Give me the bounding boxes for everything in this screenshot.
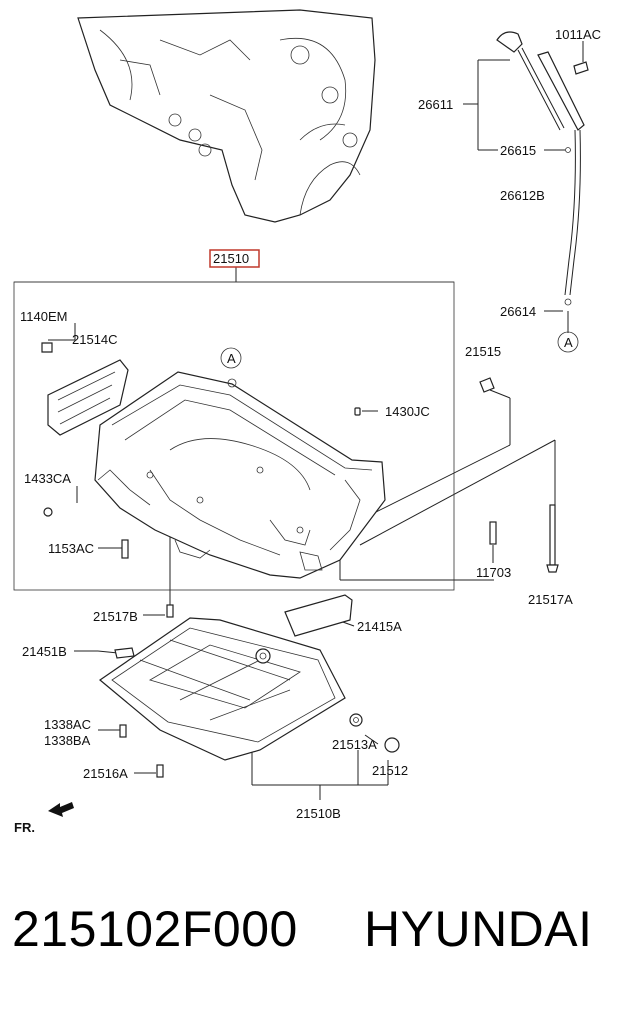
label-26615: 26615 (500, 143, 536, 158)
label-1430JC: 1430JC (385, 404, 430, 419)
label-21512: 21512 (372, 763, 408, 778)
marker-a-dipstick (557, 331, 579, 353)
label-1153AC: 1153AC (48, 541, 94, 556)
label-21510: 21510 (213, 251, 249, 266)
label-1433CA: 1433CA (24, 471, 71, 486)
label-26611: 26611 (418, 97, 453, 112)
label-1140EM: 1140EM (20, 309, 67, 324)
baffle-plate (47, 359, 129, 436)
strainer-cover (284, 594, 353, 637)
highlight-box (209, 249, 260, 268)
label-21515: 21515 (465, 344, 501, 359)
marker-a-pan (220, 347, 242, 369)
marker-a-label-2: A (564, 335, 573, 350)
label-1338AC: 1338AC (44, 717, 91, 732)
label-21513A: 21513A (332, 737, 377, 752)
marker-a-label-1: A (227, 351, 236, 366)
footer: 215102F000 HYUNDAI (0, 900, 620, 980)
oil-pan-lower (99, 617, 346, 761)
oil-pan-upper (94, 371, 386, 579)
label-26614: 26614 (500, 304, 536, 319)
leader-lines (48, 41, 584, 800)
label-front: FR. (14, 820, 35, 835)
label-21514C: 21514C (72, 332, 118, 347)
label-21517A: 21517A (528, 592, 573, 607)
label-26612B: 26612B (500, 188, 545, 203)
label-21510B: 21510B (296, 806, 341, 821)
dipstick-assembly (496, 31, 589, 306)
label-21415A: 21415A (357, 619, 402, 634)
label-21451B: 21451B (22, 644, 67, 659)
label-1011AC: 1011AC (555, 27, 601, 42)
brand-name: HYUNDAI (364, 901, 593, 957)
label-21516A: 21516A (83, 766, 128, 781)
label-21517B: 21517B (93, 609, 138, 624)
front-arrow-icon (48, 802, 74, 817)
part-number: 215102F000 (12, 901, 298, 957)
label-1338BA: 1338BA (44, 733, 91, 748)
exploded-parts-diagram: 1011AC 26611 26615 26612B 26614 21510 11… (13, 9, 601, 835)
label-11703: 11703 (476, 565, 511, 580)
engine-block (77, 9, 376, 223)
